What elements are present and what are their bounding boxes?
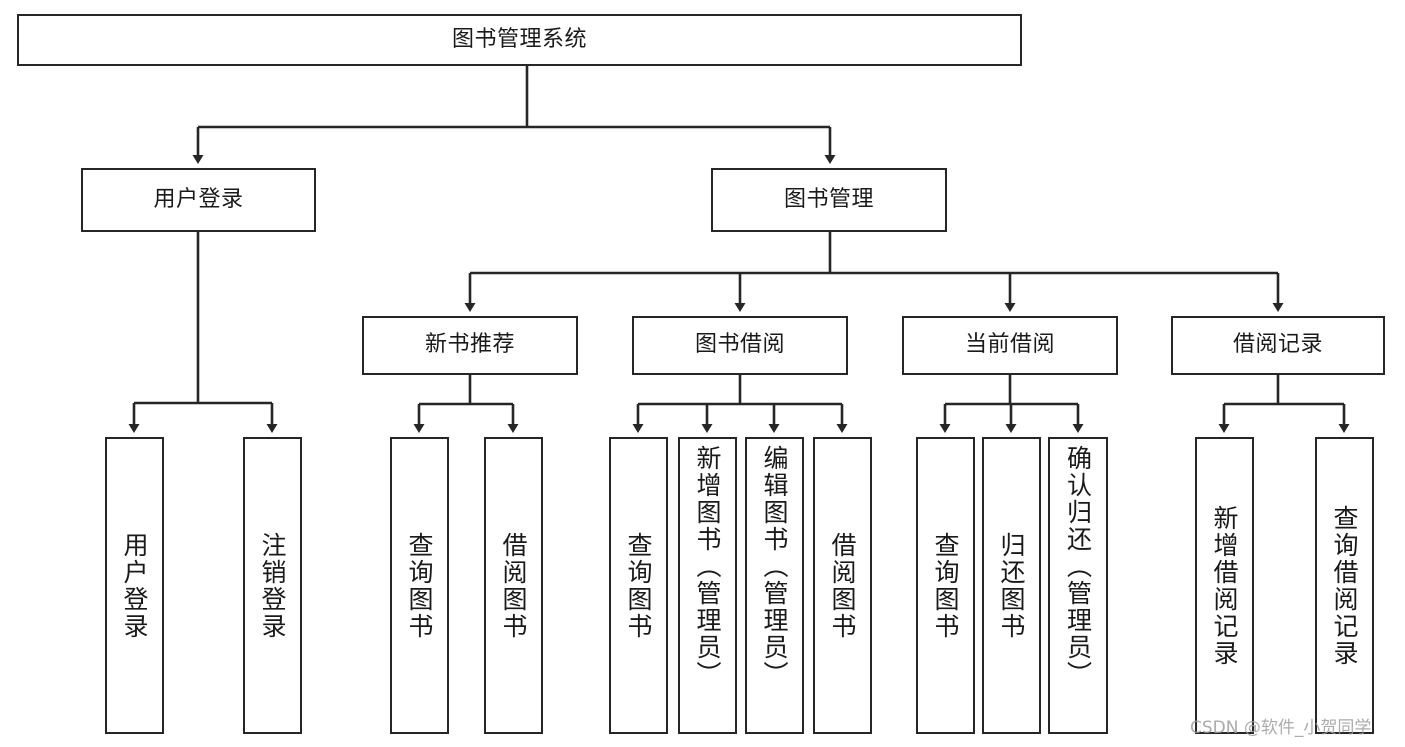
leaf-book-borrow-query[interactable]: 查询图书 [609,437,668,734]
leaf-label: 查询图书 [405,531,434,640]
node-borrow-record[interactable]: 借阅记录 [1171,316,1385,375]
leaf-label: 用户登录 [120,531,149,640]
node-root-book-management-system[interactable]: 图书管理系统 [17,14,1022,66]
leaf-label: 查询图书 [624,531,653,640]
leaf-label: 借阅图书 [828,531,857,640]
leaf-label: 注销登录 [258,531,287,640]
leaf-label: 借阅图书 [499,531,528,640]
node-label: 新书推荐 [424,332,515,358]
leaf-borrow-record-query[interactable]: 查询借阅记录 [1315,437,1374,734]
leaf-current-borrow-return[interactable]: 归还图书 [982,437,1041,734]
leaf-label: 确认归还（管理员） [1063,445,1093,688]
leaf-borrow-record-add[interactable]: 新增借阅记录 [1195,437,1254,734]
leaf-book-borrow-borrow[interactable]: 借阅图书 [813,437,872,734]
node-current-borrow[interactable]: 当前借阅 [902,316,1118,375]
leaf-label: 查询借阅记录 [1330,504,1359,667]
node-user-login[interactable]: 用户登录 [81,168,316,232]
leaf-current-borrow-query[interactable]: 查询图书 [916,437,975,734]
leaf-label: 编辑图书（管理员） [760,445,789,688]
node-label: 借阅记录 [1232,332,1323,358]
leaf-current-borrow-confirm-return[interactable]: 确认归还（管理员） [1048,437,1108,734]
node-label: 当前借阅 [964,332,1055,358]
node-label: 用户登录 [153,186,244,212]
leaf-book-borrow-edit[interactable]: 编辑图书（管理员） [745,437,804,734]
leaf-new-book-borrow[interactable]: 借阅图书 [484,437,543,734]
node-new-book-recommend[interactable]: 新书推荐 [362,316,578,375]
node-label: 图书借阅 [694,332,785,358]
leaf-label: 查询图书 [931,531,960,640]
leaf-new-book-query[interactable]: 查询图书 [390,437,449,734]
leaf-book-borrow-add[interactable]: 新增图书（管理员） [678,437,737,734]
node-label: 图书管理系统 [451,26,587,52]
node-label: 图书管理 [783,186,874,212]
leaf-user-login-login[interactable]: 用户登录 [105,437,164,734]
node-book-management[interactable]: 图书管理 [711,168,947,232]
leaf-label: 归还图书 [997,531,1026,640]
node-book-borrow[interactable]: 图书借阅 [632,316,848,375]
leaf-label: 新增借阅记录 [1210,504,1239,667]
leaf-user-login-logout[interactable]: 注销登录 [243,437,302,734]
leaf-label: 新增图书（管理员） [693,445,722,688]
csdn-watermark: CSDN @软件_小贺同学 [1190,718,1372,738]
